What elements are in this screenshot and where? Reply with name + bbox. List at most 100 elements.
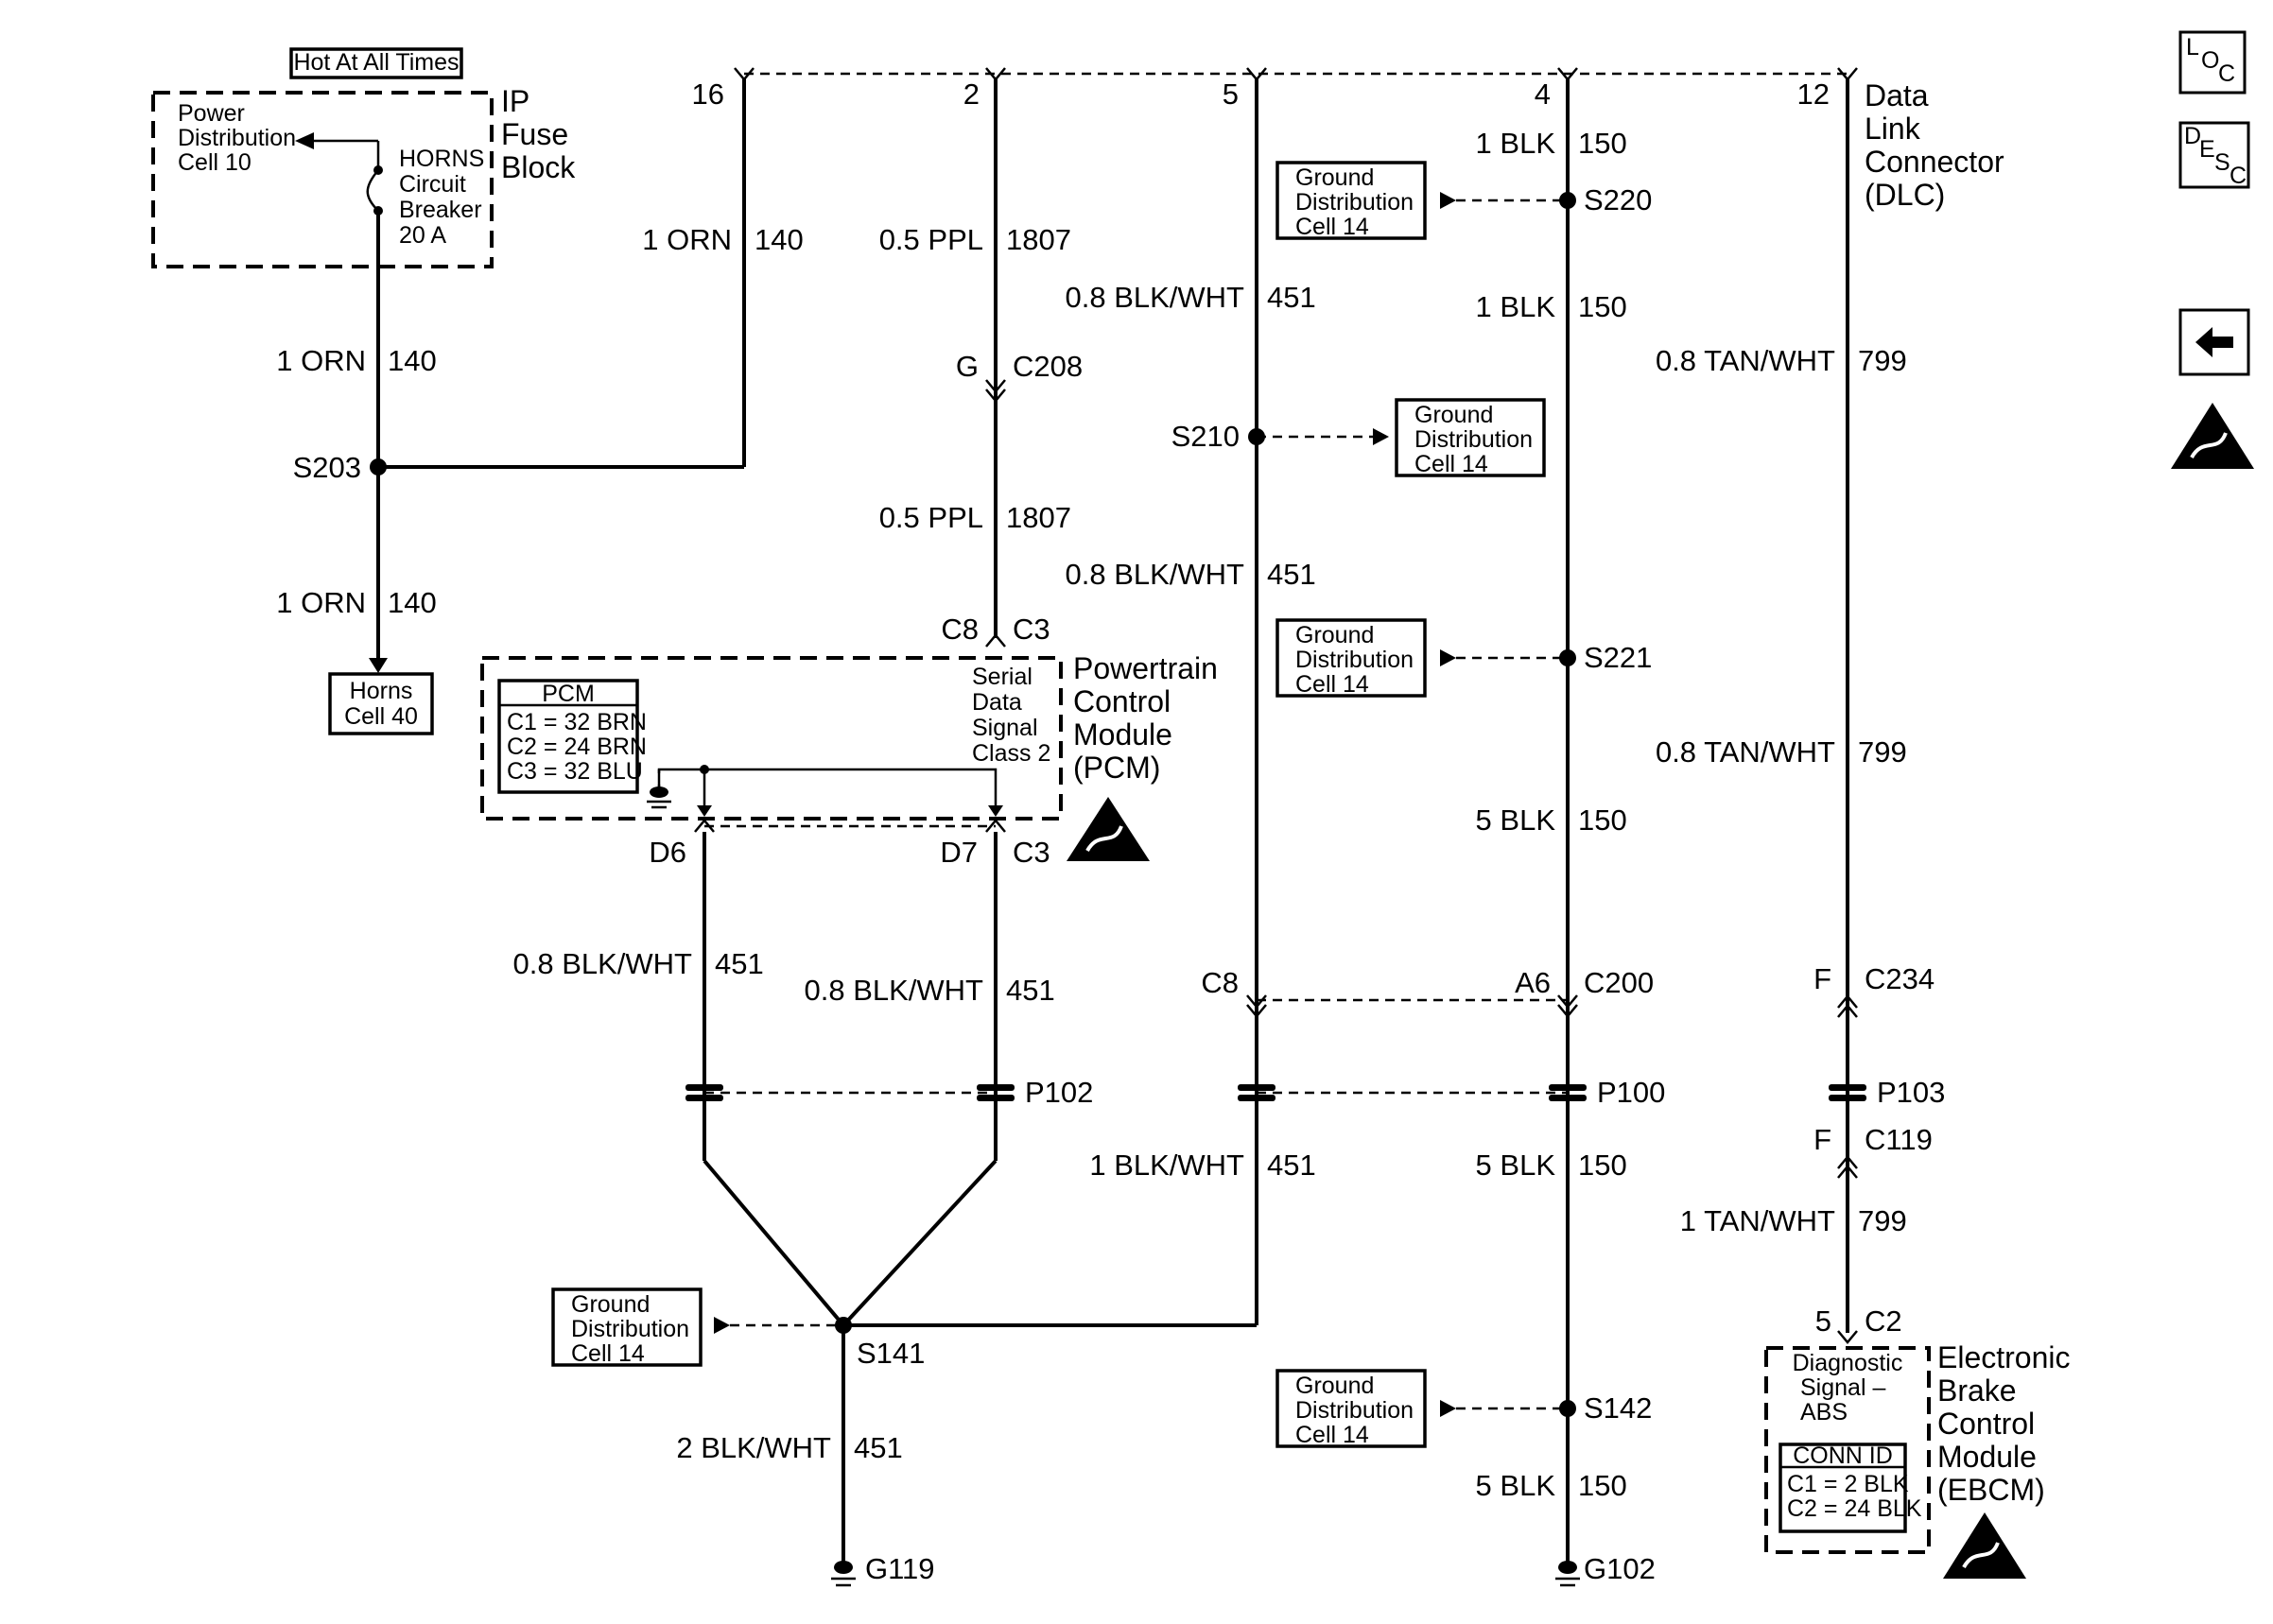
svg-text:Horns: Horns: [350, 678, 413, 704]
svg-text:Ground: Ground: [1295, 622, 1374, 648]
svg-text:1 ORN: 1 ORN: [276, 344, 366, 377]
svg-text:799: 799: [1858, 344, 1907, 377]
svg-text:5 BLK: 5 BLK: [1476, 1469, 1556, 1502]
connector-c2: C2: [1865, 1304, 1902, 1338]
ground-dist-box-s142: Ground Distribution Cell 14: [1275, 1369, 1427, 1448]
svg-text:150: 150: [1578, 803, 1627, 837]
power-dist-line2: Distribution: [178, 125, 296, 151]
ebcm-title5: (EBCM): [1937, 1473, 2045, 1507]
ebcm-module: Diagnostic Signal – ABS CONN ID C1 = 2 B…: [1764, 1340, 2071, 1579]
ground-g119-icon: [831, 1561, 856, 1587]
breaker-line3: Breaker: [399, 197, 482, 223]
passthrough-p102: P102: [1025, 1076, 1093, 1109]
pcm-title3: Module: [1073, 717, 1172, 752]
svg-text:1807: 1807: [1006, 501, 1071, 534]
svg-text:CONN ID: CONN ID: [1793, 1443, 1893, 1469]
svg-text:0.5 PPL: 0.5 PPL: [879, 501, 983, 534]
svg-text:451: 451: [854, 1431, 903, 1464]
loc-button[interactable]: L O C: [2178, 30, 2247, 95]
svg-text:O: O: [2201, 47, 2219, 74]
svg-text:1 BLK: 1 BLK: [1476, 290, 1556, 323]
dlc-title1: Data: [1865, 78, 1929, 112]
svg-text:451: 451: [1006, 974, 1055, 1007]
svg-text:1 TAN/WHT: 1 TAN/WHT: [1680, 1204, 1835, 1237]
power-dist-line1: Power: [178, 100, 245, 127]
fuse-block-title1: IP: [501, 84, 529, 118]
svg-text:C1 = 2 BLK: C1 = 2 BLK: [1787, 1471, 1909, 1497]
wire-pin16: 1 ORN 140: [642, 78, 804, 467]
svg-text:140: 140: [388, 586, 437, 619]
esd-warning-icon: [2171, 403, 2254, 469]
svg-text:D6: D6: [649, 836, 686, 869]
pcm-title2: Control: [1073, 684, 1171, 718]
svg-text:Signal: Signal: [972, 715, 1038, 741]
connector-c208: C208: [1013, 350, 1083, 383]
ebcm-title4: Module: [1937, 1440, 2037, 1474]
splice-label: S203: [293, 451, 361, 484]
pcm-title4: (PCM): [1073, 751, 1160, 785]
horns-circuit: 1 ORN 140 S203 1 ORN 140 Horns Cell 40: [276, 267, 744, 735]
svg-text:0.8 TAN/WHT: 0.8 TAN/WHT: [1656, 344, 1835, 377]
dlc-pin: 12: [1797, 78, 1830, 111]
svg-text:A6: A6: [1515, 966, 1551, 999]
svg-text:5 BLK: 5 BLK: [1476, 803, 1556, 837]
arrow-icon: [295, 132, 314, 149]
svg-text:Distribution: Distribution: [571, 1316, 689, 1342]
ground-icon: [647, 785, 671, 809]
dlc-connector: 16 2 5 4 12 Data Link Connector (DLC): [692, 67, 2004, 212]
dlc-pin: 4: [1535, 78, 1551, 111]
svg-text:Data: Data: [972, 689, 1022, 716]
ip-fuse-block: Hot At All Times Power Distribution Cell…: [151, 47, 576, 268]
svg-text:ABS: ABS: [1800, 1399, 1848, 1425]
ground-dist-box-s210: Ground Distribution Cell 14: [1395, 398, 1546, 477]
svg-text:5: 5: [1815, 1304, 1831, 1338]
svg-text:0.8 BLK/WHT: 0.8 BLK/WHT: [805, 974, 984, 1007]
svg-text:451: 451: [715, 947, 764, 980]
svg-text:150: 150: [1578, 1149, 1627, 1182]
svg-text:E: E: [2199, 136, 2215, 163]
svg-text:Cell 14: Cell 14: [1295, 1422, 1369, 1448]
ground-g102: G102: [1584, 1552, 1656, 1585]
svg-text:0.8 BLK/WHT: 0.8 BLK/WHT: [1066, 558, 1245, 591]
pcm-conn-title: PCM: [542, 681, 595, 707]
svg-text:Cell 14: Cell 14: [1295, 214, 1369, 240]
wire-d6: 0.8 BLK/WHT 451: [513, 832, 845, 1327]
ebcm-title1: Electronic: [1937, 1340, 2071, 1374]
dlc-title3: Connector: [1865, 145, 2004, 179]
svg-text:Ground: Ground: [1295, 1373, 1374, 1399]
breaker-line1: HORNS: [399, 146, 484, 172]
connector-c119: C119: [1865, 1123, 1933, 1156]
svg-text:F: F: [1813, 962, 1831, 995]
svg-text:C2 = 24 BRN: C2 = 24 BRN: [507, 734, 647, 760]
svg-text:Cell 14: Cell 14: [1414, 451, 1488, 477]
passthrough-p103: P103: [1877, 1076, 1945, 1109]
svg-text:Signal –: Signal –: [1800, 1374, 1885, 1401]
grommet-icon: [977, 1084, 1015, 1101]
grommet-icon: [1829, 1084, 1866, 1101]
back-button[interactable]: [2178, 308, 2250, 376]
svg-text:0.5 PPL: 0.5 PPL: [879, 223, 983, 256]
esd-warning-icon: [1943, 1512, 2026, 1579]
svg-text:C: C: [2218, 60, 2235, 87]
svg-text:F: F: [1813, 1123, 1831, 1156]
svg-text:S: S: [2214, 149, 2230, 176]
splice-label: S142: [1584, 1391, 1652, 1425]
ground-g119: G119: [865, 1552, 935, 1585]
esd-warning-button[interactable]: [2171, 403, 2254, 469]
wire-pin5: 0.8 BLK/WHT 451 S210 0.8 BLK/WHT 451 C8 …: [843, 78, 1389, 1327]
svg-text:D7: D7: [940, 836, 978, 869]
splice-label: S220: [1584, 183, 1652, 216]
wire-d7: 0.8 BLK/WHT 451: [805, 832, 1055, 1327]
svg-text:C: C: [2230, 163, 2247, 189]
desc-button[interactable]: D E S C: [2178, 121, 2250, 189]
svg-text:C3: C3: [1013, 836, 1050, 869]
svg-text:Cell 40: Cell 40: [344, 703, 418, 730]
grommet-icon: [1549, 1084, 1587, 1101]
breaker-line2: Circuit: [399, 171, 466, 198]
svg-text:451: 451: [1267, 1149, 1316, 1182]
pcm-lower-connectors: D6 D7 C3: [649, 819, 1050, 869]
back-arrow-icon: [2195, 327, 2233, 357]
svg-text:150: 150: [1578, 1469, 1627, 1502]
desc-icon: D: [2184, 123, 2201, 149]
grommet-icon: [685, 1084, 723, 1101]
